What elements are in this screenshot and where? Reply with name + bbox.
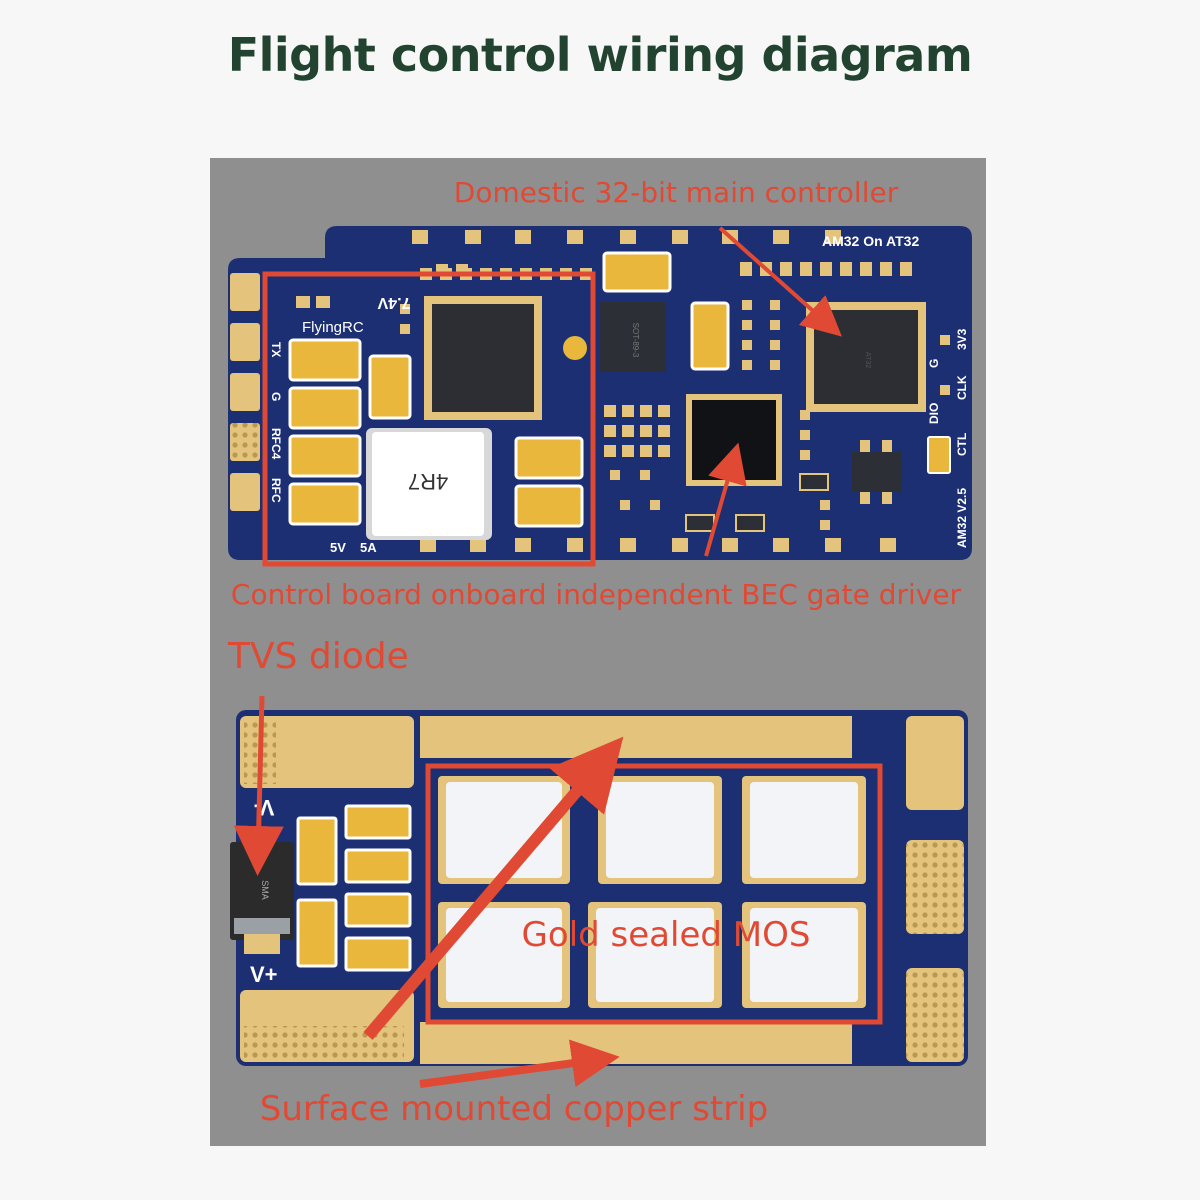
brand-label: FlyingRC: [302, 319, 364, 336]
mounting-hole: [563, 336, 587, 360]
svg-text:AM32 V2.5: AM32 V2.5: [955, 488, 969, 548]
model-label: AM32 On AT32: [822, 233, 919, 249]
mcu-marking: AT32: [864, 352, 871, 368]
page-title: Flight control wiring diagram: [227, 28, 973, 82]
smd-capacitor: [927, 436, 951, 474]
negative-battery-pad: [240, 716, 414, 788]
svg-text:CLK: CLK: [955, 375, 969, 400]
motor-pad-a: [906, 716, 964, 810]
copper-strip-bottom: [420, 1022, 852, 1064]
small-diode: [685, 514, 715, 532]
svg-text:RFC: RFC: [269, 478, 283, 503]
smd-capacitor: [288, 434, 362, 478]
arrow-gate-driver: [704, 442, 747, 557]
inductor: 4R7: [366, 428, 492, 540]
smd-capacitor: [514, 436, 584, 480]
sot23-leads: [860, 440, 892, 504]
svg-text:TX: TX: [269, 342, 283, 357]
svg-text:3V3: 3V3: [955, 328, 969, 350]
smd-capacitor: [514, 484, 584, 528]
svg-text:G: G: [927, 359, 941, 368]
mosfet-array: [438, 776, 866, 1008]
gate-driver-chip: [686, 394, 782, 486]
mos-highlight-box: [425, 763, 883, 1025]
inductor-marking: 4R7: [408, 469, 448, 494]
sot23-component: [852, 452, 902, 492]
annotation-layer: Domestic 32-bit main controller Control …: [227, 176, 962, 1129]
top-edge-pads: [412, 230, 896, 552]
positive-label: V+: [250, 962, 278, 987]
left-edge-pads: [230, 273, 260, 511]
small-diode: [735, 514, 765, 532]
bec-chip-body: [432, 304, 534, 412]
smd-capacitor: [288, 482, 362, 526]
svg-text:G: G: [269, 392, 283, 401]
current-label: 5A: [360, 540, 377, 555]
smd-capacitor: [288, 338, 362, 382]
svg-text:DIO: DIO: [927, 403, 941, 424]
label-bec-gate-driver: Control board onboard independent BEC ga…: [231, 578, 962, 611]
voltage-high-label: 7.4V: [377, 294, 410, 311]
right-pin-labels: 3V3 G CLK DIO CTL AM32 V2.5: [927, 328, 969, 548]
label-copper-strip: Surface mounted copper strip: [260, 1089, 768, 1129]
label-tvs-diode: TVS diode: [227, 636, 409, 677]
diode-marking: SMA: [260, 880, 270, 900]
voltage-regulator: [600, 302, 666, 372]
motor-pad-b: [906, 840, 964, 934]
label-gold-mos: Gold sealed MOS: [522, 915, 811, 955]
label-main-controller: Domestic 32-bit main controller: [454, 176, 899, 209]
motor-pad-c: [906, 968, 964, 1062]
arrow-copper-strip-top: [363, 736, 624, 1040]
svg-text:RFC4: RFC4: [269, 428, 283, 460]
capacitor-bank: [296, 804, 412, 972]
voltage-low-label: 5V: [330, 540, 346, 555]
left-pin-labels: TX G RFC4 RFC: [269, 342, 283, 503]
copper-strip-top: [420, 716, 852, 758]
smd-capacitor: [368, 354, 412, 420]
passive-cluster: [604, 300, 950, 530]
small-diode: [799, 473, 829, 491]
smd-capacitor: [288, 386, 362, 430]
tvs-diode-component: SMA: [230, 842, 294, 954]
bec-highlight-box: [262, 271, 596, 567]
smd-capacitor: [690, 301, 730, 371]
svg-text:CTL: CTL: [955, 433, 969, 456]
arrow-copper-strip-bottom: [419, 1039, 620, 1088]
regulator-marking: SOT-89-3: [631, 323, 640, 358]
arrow-main-controller: [718, 226, 842, 337]
smd-capacitor: [602, 251, 672, 293]
arrow-tvs-diode: [233, 695, 284, 876]
